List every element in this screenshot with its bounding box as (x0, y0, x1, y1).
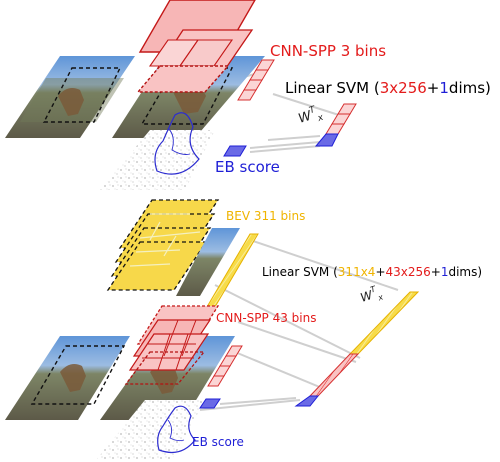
deer-photo-icon (176, 228, 240, 296)
bottom-svm-plus1: + (375, 265, 385, 279)
bottom-svm-a: 311x4 (338, 265, 376, 279)
top-cnn-label: CNN-SPP 3 bins (270, 42, 386, 60)
cnn-spp-layers (124, 305, 220, 385)
edge-map-icon (96, 400, 205, 460)
top-weight-formula: WTx (296, 103, 326, 130)
edge-map-icon (100, 112, 215, 190)
top-svm-suffix: dims) (449, 79, 491, 97)
bottom-weight-w: W (359, 288, 376, 305)
bottom-svm-b: 43x256 (386, 265, 431, 279)
top-svm-a: 3x256 (380, 79, 427, 97)
top-svm-plus1: + (427, 79, 440, 97)
svg-text:WTx: WTx (358, 283, 385, 308)
top-svm-b: 1 (439, 79, 449, 97)
deer-photo-icon (5, 56, 135, 138)
bottom-cnn-vector (207, 345, 243, 387)
top-svm-label: Linear SVM (3x256+1dims) (285, 79, 491, 97)
bottom-svm-prefix: Linear SVM ( (262, 265, 338, 279)
bottom-weight-formula: WTx (358, 283, 385, 308)
svg-text:WTx: WTx (296, 103, 325, 130)
bottom-eb-label: EB score (192, 435, 244, 449)
bottom-weight-bias (294, 395, 320, 407)
bottom-weight-sup: T (369, 284, 377, 294)
top-svm-prefix: Linear SVM ( (285, 79, 380, 97)
bottom-pipeline: BEV 311 bins Linear SVM (311x4+43x256+1d… (5, 199, 482, 460)
bottom-svm-c: 1 (441, 265, 449, 279)
top-eb-cell (223, 145, 247, 157)
bottom-svm-plus2: + (431, 265, 441, 279)
top-pipeline: CNN-SPP 3 bins Linear SVM (3x256+1dims) … (5, 0, 491, 190)
bottom-connectors (199, 239, 399, 411)
bottom-eb-cell (199, 398, 221, 409)
bev-label: BEV 311 bins (226, 209, 305, 223)
top-weight-bias (314, 133, 339, 147)
deer-photo-icon (100, 336, 235, 420)
top-eb-label: EB score (215, 158, 280, 176)
bottom-weight-bev (348, 291, 420, 355)
bottom-weight-cnn (308, 353, 360, 397)
top-weight-sub: x (316, 113, 326, 125)
bottom-cnn-label: CNN-SPP 43 bins (216, 311, 316, 325)
top-weight-w: W (297, 108, 315, 127)
bottom-svm-suffix: dims) (448, 265, 482, 279)
top-weight-sup: T (308, 104, 318, 116)
deer-photo-icon (5, 336, 130, 420)
bottom-weight-sub: x (376, 292, 384, 302)
bev-layers (106, 199, 220, 291)
top-weight-vector (325, 103, 357, 135)
cnn-spp-layers (136, 0, 256, 93)
bottom-svm-label: Linear SVM (311x4+43x256+1dims) (262, 265, 482, 279)
top-cnn-vector (237, 59, 275, 101)
